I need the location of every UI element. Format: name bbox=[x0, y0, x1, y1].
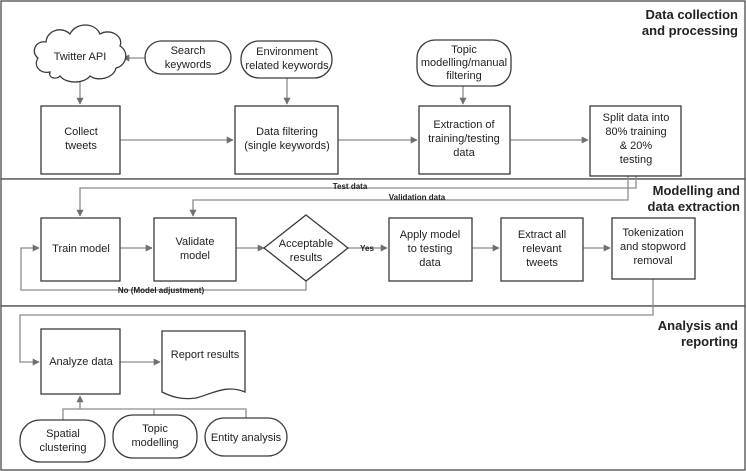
label-line: to testing bbox=[408, 243, 453, 255]
label-line: Acceptable bbox=[279, 238, 333, 250]
label-line: results bbox=[290, 252, 323, 264]
label-line: Entity analysis bbox=[211, 432, 282, 444]
label-line: removal bbox=[633, 255, 672, 267]
label-line: Twitter API bbox=[54, 51, 107, 63]
label-line: Split data into bbox=[603, 112, 670, 124]
node-acceptable-results: Acceptable results bbox=[262, 214, 350, 282]
node-twitter-api: Twitter API bbox=[33, 24, 127, 83]
label-line: data extraction bbox=[648, 199, 741, 214]
label-line: keywords bbox=[165, 59, 212, 71]
label-line: reporting bbox=[681, 334, 738, 349]
label-line: Validate bbox=[176, 236, 215, 248]
node-collect-tweets: Collect tweets bbox=[40, 105, 121, 175]
label-line: Apply model bbox=[400, 229, 461, 241]
label-line: 80% training bbox=[605, 126, 666, 138]
label-line: & 20% bbox=[620, 140, 653, 152]
label-line: clustering bbox=[39, 442, 86, 454]
edge-token-to-analyze bbox=[19, 279, 654, 366]
label-line: Extract all bbox=[518, 229, 566, 241]
label-line: model bbox=[180, 250, 210, 262]
svg-text:Entity analysis: Entity analysis bbox=[211, 432, 282, 444]
label-line: Collect bbox=[64, 126, 98, 138]
label-line: filtering bbox=[446, 70, 481, 82]
label-line: related keywords bbox=[245, 60, 329, 72]
label-line: Report results bbox=[171, 349, 240, 361]
node-validate-model: Validate model bbox=[153, 217, 237, 282]
node-extract-tweets: Extract all relevant tweets bbox=[500, 217, 584, 282]
node-environment-keywords: Environment related keywords bbox=[240, 40, 333, 79]
label-line: Topic bbox=[142, 423, 168, 435]
edge-no-adjustment bbox=[20, 244, 307, 291]
node-topic-modelling: Topic modelling bbox=[112, 414, 198, 459]
edge-label-yes: Yes bbox=[360, 244, 374, 253]
node-apply-model: Apply model to testing data bbox=[388, 217, 473, 282]
label-line: tweets bbox=[65, 140, 97, 152]
label-line: and processing bbox=[642, 23, 738, 38]
label-line: testing bbox=[620, 154, 652, 166]
edge-label-validation-data: Validation data bbox=[389, 193, 446, 202]
node-train-model: Train model bbox=[40, 217, 121, 282]
node-spatial-clustering: Spatial clustering bbox=[19, 419, 106, 463]
node-report-results: Report results bbox=[161, 330, 246, 400]
svg-text:Train model: Train model bbox=[52, 243, 110, 255]
node-split-data: Split data into 80% training & 20% testing bbox=[589, 105, 682, 177]
svg-text:Data filtering(single keywords: Data filtering (single keywords) bbox=[244, 126, 330, 152]
edge-test-data bbox=[76, 176, 637, 217]
node-extraction: Extraction of training/testing data bbox=[418, 105, 511, 175]
label-line: modelling/manual bbox=[421, 57, 507, 69]
node-search-keywords: Search keywords bbox=[144, 40, 232, 75]
label-line: (single keywords) bbox=[244, 140, 330, 152]
label-line: Environment bbox=[256, 46, 318, 58]
edge-validation-data bbox=[189, 176, 629, 217]
label-line: Tokenization bbox=[622, 227, 683, 239]
svg-text:Report results: Report results bbox=[171, 349, 240, 361]
node-analyze-data: Analyze data bbox=[40, 328, 121, 395]
label-line: Train model bbox=[52, 243, 110, 255]
node-data-filtering: Data filtering (single keywords) bbox=[234, 105, 339, 175]
label-line: Data filtering bbox=[256, 126, 318, 138]
label-line: tweets bbox=[526, 257, 558, 269]
label-line: and stopword bbox=[620, 241, 686, 253]
node-entity-analysis: Entity analysis bbox=[204, 417, 288, 457]
label-line: Analysis and bbox=[658, 318, 738, 333]
label-line: Data collection bbox=[646, 7, 739, 22]
label-line: modelling bbox=[131, 437, 178, 449]
label-line: Analyze data bbox=[49, 356, 113, 368]
node-tokenization: Tokenization and stopword removal bbox=[611, 217, 696, 280]
label-line: data bbox=[419, 257, 441, 269]
label-line: Topic bbox=[451, 44, 477, 56]
edge-label-test-data: Test data bbox=[333, 182, 368, 191]
label-line: Modelling and bbox=[653, 183, 740, 198]
label-line: relevant bbox=[522, 243, 561, 255]
svg-text:Analyze data: Analyze data bbox=[49, 356, 113, 368]
label-line: Extraction of bbox=[433, 119, 495, 131]
label-line: Search bbox=[171, 45, 206, 57]
label-line: Spatial bbox=[46, 428, 80, 440]
svg-text:Twitter API: Twitter API bbox=[54, 51, 107, 63]
label-line: data bbox=[453, 147, 475, 159]
label-line: training/testing bbox=[428, 133, 500, 145]
edge-label-no-adjustment: No (Model adjustment) bbox=[118, 286, 205, 295]
